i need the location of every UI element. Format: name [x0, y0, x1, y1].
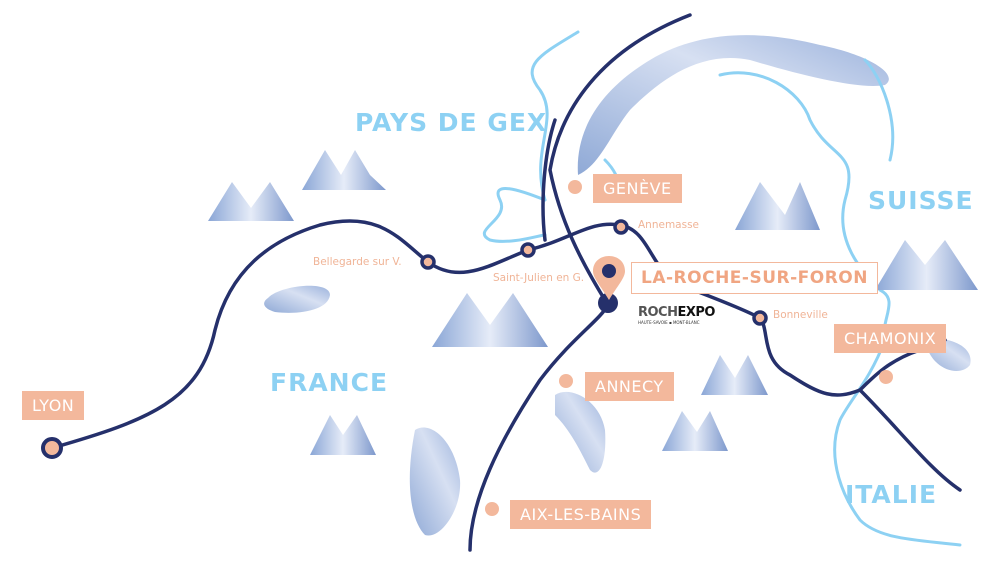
region-suisse: SUISSE — [868, 186, 974, 215]
city-aix-les-bains: AIX-LES-BAINS — [510, 500, 652, 529]
stop-label-annemasse: Annemasse — [638, 219, 700, 231]
logo-text-roch: ROCH — [638, 305, 678, 320]
city-geneve: GENÈVE — [593, 174, 682, 203]
lake-bourget — [409, 427, 461, 536]
stop-saint-julien — [520, 242, 536, 258]
dot-aix — [485, 502, 499, 516]
logo-text-expo: EXPO — [677, 305, 715, 320]
stop-label-bonneville: Bonneville — [773, 309, 828, 321]
stop-la-roche — [598, 293, 618, 313]
dot-chamonix — [879, 370, 893, 384]
location-pin-icon — [593, 256, 625, 300]
region-italie: ITALIE — [845, 480, 938, 509]
dot-annecy — [559, 374, 573, 388]
stop-lyon — [41, 437, 63, 459]
rochexpo-logo: ROCHEXPO HAUTE-SAVOIE ▪ MONT-BLANC — [638, 305, 715, 325]
lake-leman — [577, 35, 889, 175]
city-lyon: LYON — [22, 391, 85, 420]
logo-tagline: HAUTE-SAVOIE ▪ MONT-BLANC — [638, 320, 700, 325]
dot-geneve — [568, 180, 582, 194]
stop-label-bellegarde: Bellegarde sur V. — [313, 256, 402, 268]
route-stops — [41, 180, 893, 516]
region-france: FRANCE — [270, 368, 389, 397]
stop-label-saint-julien: Saint-Julien en G. — [493, 272, 585, 284]
city-chamonix: CHAMONIX — [834, 324, 947, 353]
lake-annecy — [555, 391, 606, 473]
stop-bonneville — [752, 310, 768, 326]
city-annecy: ANNECY — [585, 372, 674, 401]
lake-small — [264, 285, 330, 313]
region-pays-de-gex: PAYS DE GEX — [355, 108, 548, 137]
mountains — [208, 150, 978, 455]
stop-annemasse — [613, 219, 629, 235]
city-la-roche-sur-foron: LA-ROCHE-SUR-FORON — [631, 262, 878, 294]
stop-bellegarde — [420, 254, 436, 270]
